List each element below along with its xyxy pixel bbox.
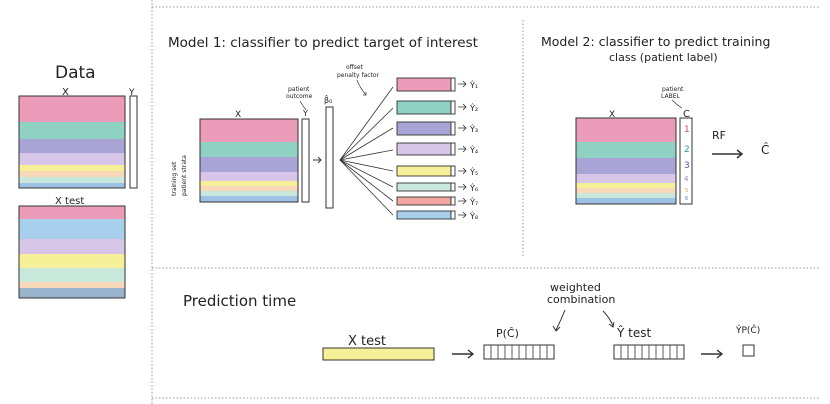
model2-c-hat-label: Ĉ	[761, 142, 769, 157]
model1-x-matrix	[199, 118, 299, 203]
prediction-y-test-label: Ŷ test	[616, 325, 651, 340]
model1-output-label-7: Ŷ₇	[469, 196, 478, 207]
test-x-matrix	[18, 205, 126, 299]
model1-fanout-arrows	[339, 86, 394, 216]
label-note-hook	[671, 99, 683, 109]
model2-x-matrix	[575, 117, 677, 205]
model1-output-label-8: Ŷ₈	[469, 210, 478, 221]
model1-beta-label: β̂₀	[324, 94, 332, 105]
model1-y-label: Y	[302, 109, 308, 118]
model1-title: Model 1: classifier to predict target of…	[168, 35, 478, 51]
model2-title-line2: class (patient label)	[609, 51, 718, 64]
model2-class-number-4: 4	[684, 175, 689, 183]
model1-output-bar-4	[396, 142, 467, 156]
model1-output-bar-1	[396, 77, 467, 92]
model2-rf-arrow	[712, 149, 744, 159]
prediction-x-test-label: X test	[348, 334, 386, 349]
model2-class-number-1: 1	[684, 125, 690, 135]
weighted-arrow-left	[552, 309, 566, 332]
model1-side-note-2: patient strata	[181, 155, 188, 196]
prediction-pc-label: P(Ĉ)	[496, 327, 519, 340]
model1-output-label-2: Ŷ₂	[469, 102, 478, 113]
data-title: Data	[55, 63, 96, 83]
model2-class-number-3: 3	[684, 161, 690, 171]
model2-label-note-1: patient	[662, 86, 684, 93]
model1-outcome-note-1: patient	[288, 86, 310, 93]
model1-output-label-3: Ŷ₃	[469, 123, 478, 134]
model2-label-note-2: LABEL	[661, 93, 680, 100]
test-x-label: X test	[55, 196, 84, 207]
model2-c-vector	[679, 117, 693, 205]
model2-c-label: C	[683, 109, 690, 120]
weighted-arrow-right	[602, 310, 615, 328]
model1-output-label-5: Ŷ₅	[469, 166, 478, 177]
model1-output-bar-8	[396, 210, 467, 220]
model1-arrow-to-beta	[313, 156, 322, 164]
model2-title-line1: Model 2: classifier to predict training	[541, 34, 770, 49]
model1-outcome-note-2: outcome	[286, 93, 313, 100]
data-y-label: Y	[128, 88, 135, 98]
prediction-weighted-line2: combination	[547, 293, 615, 306]
model1-output-bar-5	[396, 165, 467, 177]
prediction-arrow-1	[452, 349, 475, 359]
prediction-x-test-bar	[322, 347, 435, 361]
model1-panel: Model 1: classifier to predict target of…	[168, 35, 478, 221]
prediction-y-pc-label: ŶP(Ĉ)	[735, 324, 760, 336]
prediction-panel: Prediction time X test P(Ĉ) weighted com…	[183, 281, 760, 361]
prediction-y-test-vector	[613, 344, 685, 360]
model1-output-bar-7	[396, 196, 467, 206]
model1-x-label: X	[235, 110, 241, 120]
prediction-pc-vector	[483, 344, 555, 360]
model1-output-bar-6	[396, 182, 467, 192]
prediction-title: Prediction time	[183, 292, 296, 310]
model2-rf-label: RF	[712, 129, 726, 142]
model1-output-label-4: Ŷ₄	[469, 144, 478, 155]
data-x-label: X	[62, 87, 69, 98]
model1-beta-vector	[325, 106, 334, 209]
model1-side-note-1: training set	[171, 161, 178, 196]
prediction-weighted-line1: weighted	[550, 281, 601, 294]
offset-note-hook	[356, 79, 367, 96]
model2-panel: Model 2: classifier to predict training …	[541, 34, 770, 205]
outcome-note-hook	[299, 100, 307, 111]
model1-offset-note-2: penalty factor	[337, 72, 380, 79]
panel-borders	[151, 0, 820, 404]
model2-class-number-2: 2	[684, 145, 690, 155]
prediction-y-pc-box	[742, 344, 755, 357]
data-panel: Data X Y X test	[18, 63, 138, 299]
model1-output-label-1: Ŷ₁	[469, 79, 478, 90]
model2-class-number-5: 5	[685, 188, 688, 194]
model2-class-number-6: 6	[685, 196, 688, 202]
model1-output-bar-2	[396, 100, 467, 115]
model2-x-label: X	[609, 110, 615, 120]
prediction-arrow-2	[701, 349, 724, 359]
data-y-vector	[129, 95, 138, 189]
model1-y-vector	[301, 118, 310, 203]
data-x-matrix	[18, 95, 126, 189]
model1-output-bar-3	[396, 121, 467, 136]
model1-output-label-6: Ŷ₆	[469, 182, 478, 193]
model1-offset-note-1: offset	[346, 64, 364, 71]
